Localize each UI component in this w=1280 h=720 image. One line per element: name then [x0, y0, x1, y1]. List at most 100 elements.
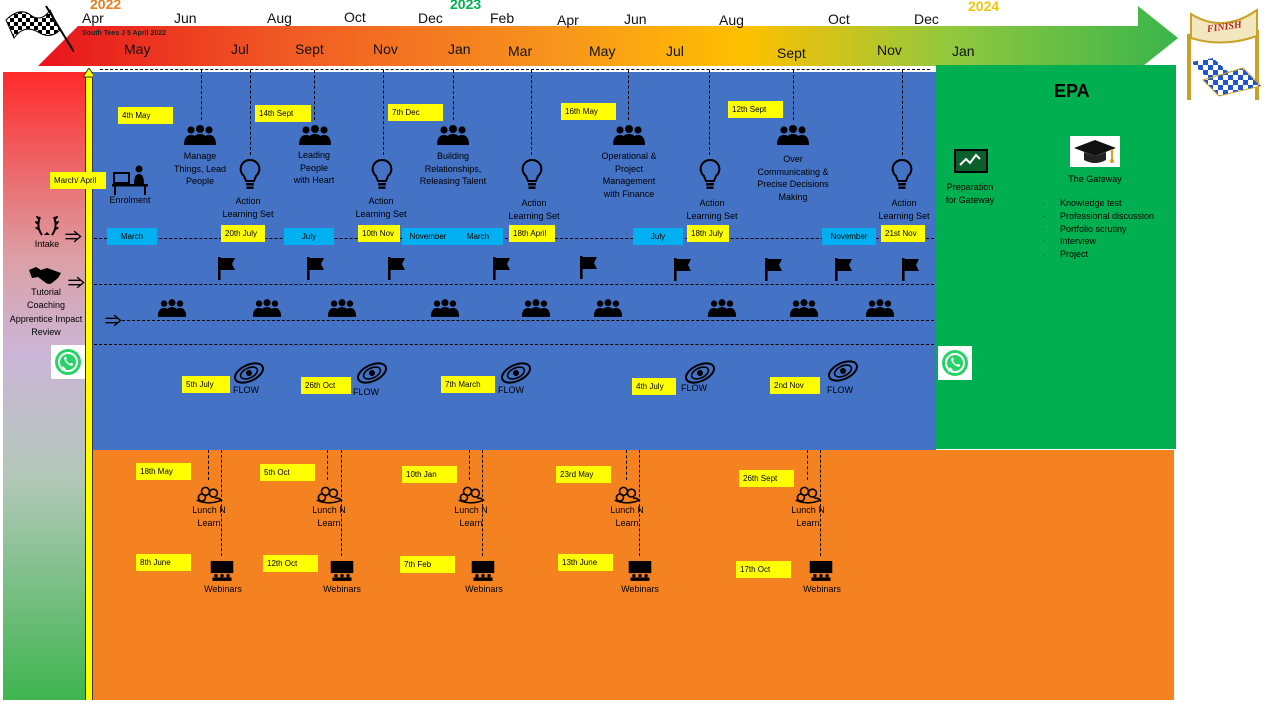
lunch-icon	[456, 484, 486, 504]
flow-date-tag: 26th Oct	[301, 377, 351, 394]
lunch-icon	[793, 484, 823, 504]
flag-icon	[764, 257, 784, 281]
date-tag: 4th May	[118, 107, 173, 124]
webinar-date-tag: 12th Oct	[263, 555, 318, 572]
lunch-date-tag: 26th Sept	[739, 470, 794, 487]
preparation-icon	[954, 149, 988, 173]
year-2024: 2024	[968, 0, 1000, 14]
coaching-group-icon	[157, 298, 187, 318]
coaching-dashed-line	[122, 320, 934, 321]
month-bottom: Jul	[666, 43, 684, 59]
als-date-tag: 20th July	[221, 225, 265, 242]
whatsapp-icon	[51, 345, 85, 379]
webinar-icon	[209, 560, 235, 581]
month-bottom: May	[124, 41, 151, 57]
gateway-list: Knowledge test Professional discussion P…	[1042, 197, 1154, 261]
lightbulb-icon	[371, 158, 393, 190]
connector-line	[383, 70, 384, 155]
connector-line	[820, 450, 821, 556]
review-dashed-line	[94, 344, 934, 345]
enrolment-label: Enrolment	[109, 195, 151, 205]
flag-icon	[834, 257, 854, 281]
year-2023: 2023	[450, 0, 482, 12]
timeline-arrow	[38, 6, 1178, 70]
flow-label: FLOW	[233, 385, 259, 395]
month-top: Dec	[914, 11, 939, 27]
group-people-icon	[776, 124, 810, 146]
connector-line	[469, 450, 470, 480]
webinar-label: Webinars	[465, 584, 503, 594]
connector-line	[531, 70, 532, 155]
coaching-group-icon	[252, 298, 282, 318]
flow-label: FLOW	[681, 383, 707, 393]
als-date-tag: 18th April	[509, 225, 555, 242]
lightbulb-icon	[891, 158, 913, 190]
lunch-date-tag: 18th May	[136, 463, 191, 480]
lightbulb-icon	[699, 158, 721, 190]
apprentice-impact-label: Apprentice Impact	[9, 314, 83, 324]
als-date-tag: 18th July	[687, 225, 729, 242]
coaching-group-icon	[707, 298, 737, 318]
flow-icon	[826, 358, 860, 384]
webinar-icon	[627, 560, 653, 581]
month-bottom: Sept	[295, 41, 324, 57]
month-top: Apr	[82, 10, 104, 26]
flag-icon	[901, 257, 921, 281]
arrow-right-icon	[104, 314, 122, 327]
year-2022: 2022	[90, 0, 122, 12]
month-top: Apr	[557, 12, 579, 28]
flag-icon	[492, 256, 512, 280]
intake-month-tag: March	[453, 228, 503, 245]
date-tag: 14th Sept	[255, 105, 311, 122]
group-people-icon	[436, 124, 470, 146]
finish-text: FINISH	[1205, 19, 1243, 35]
flow-date-tag: 7th March	[441, 376, 495, 393]
month-bottom: Sept	[777, 45, 806, 61]
flow-date-tag: 2nd Nov	[770, 377, 820, 394]
epa-title: EPA	[1054, 81, 1090, 101]
month-top: Feb	[490, 10, 515, 26]
connector-line	[482, 450, 483, 556]
flag-icon	[306, 256, 326, 280]
webinar-label: Webinars	[204, 584, 242, 594]
month-top: Oct	[344, 9, 366, 25]
group-people-icon	[612, 124, 646, 146]
als-date-tag: 21st Nov	[881, 225, 925, 242]
connector-line	[807, 450, 808, 480]
month-bottom: Nov	[373, 41, 398, 57]
date-tag: 16th May	[561, 103, 616, 120]
connector-line	[341, 450, 342, 556]
month-top: Aug	[719, 12, 744, 28]
als-date-tag: 10th Nov	[358, 225, 400, 242]
lightbulb-icon	[521, 158, 543, 190]
gateway-item: Knowledge test	[1042, 197, 1154, 210]
connector-line	[453, 70, 454, 120]
coaching-group-icon	[327, 298, 357, 318]
yellow-axis-bar	[85, 72, 93, 700]
march-april-tag: March/ April	[50, 172, 106, 189]
group-people-icon	[183, 124, 217, 146]
intake-month-tag: November	[822, 228, 876, 245]
whatsapp-icon	[938, 346, 972, 380]
top-dashed-border	[100, 69, 930, 70]
flow-label: FLOW	[498, 385, 524, 395]
flow-date-tag: 5th July	[182, 376, 230, 393]
month-top: Dec	[418, 10, 443, 26]
gateway-item: Professional discussion	[1042, 210, 1154, 223]
webinar-label: Webinars	[621, 584, 659, 594]
month-bottom: Jan	[952, 43, 975, 59]
webinar-label: Webinars	[323, 584, 361, 594]
month-bottom: Mar	[508, 43, 533, 59]
connector-line	[709, 70, 710, 155]
axis-arrow-tip-icon	[83, 68, 95, 78]
webinar-date-tag: 8th June	[136, 554, 191, 571]
lunch-date-tag: 23rd May	[556, 466, 611, 483]
intake-month-tag: July	[284, 228, 334, 245]
lunch-icon	[194, 484, 224, 504]
